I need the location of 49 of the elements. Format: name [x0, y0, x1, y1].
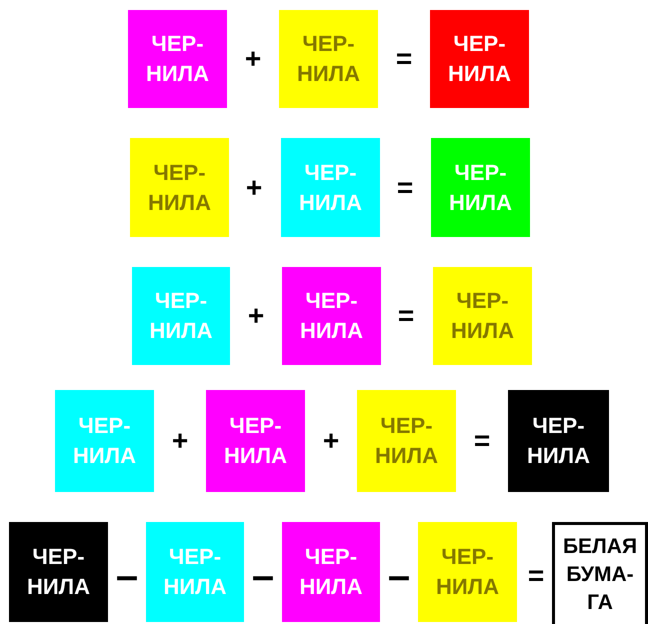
ink-square [357, 390, 456, 492]
ink-label: ЧЕР- НИЛА [450, 287, 516, 345]
ink-square [279, 10, 378, 108]
ink-label: ЧЕР- НИЛА [144, 30, 210, 88]
ink-label: ЧЕР- НИЛА [374, 412, 440, 470]
ink-label: ЧЕР- НИЛА [448, 158, 514, 216]
operator-sign: + [172, 427, 188, 455]
ink-label: ЧЕР- НИЛА [146, 158, 212, 216]
operator-sign: – [388, 556, 410, 596]
operator-sign: = [528, 562, 544, 590]
operator-sign: + [246, 174, 262, 202]
ink-square [508, 390, 609, 492]
operator-sign: + [244, 45, 262, 73]
ink-square [282, 267, 381, 365]
ink-square [146, 522, 244, 622]
ink-label: ЧЕР- НИЛА [296, 30, 362, 88]
ink-label: ЧЕР- НИЛА [298, 287, 364, 345]
ink-square [418, 522, 517, 622]
operator-sign: – [252, 556, 274, 596]
ink-square [282, 522, 380, 622]
ink-label: ЧЕР- НИЛА [148, 287, 214, 345]
ink-square [431, 138, 530, 237]
ink-label: ЧЕР- НИЛА [72, 412, 138, 470]
ink-label: ЧЕР- НИЛА [298, 543, 364, 601]
ink-label: ЧЕР- НИЛА [526, 412, 592, 470]
ink-square [55, 390, 154, 492]
ink-label: ЧЕР- НИЛА [222, 412, 288, 470]
operator-sign: = [398, 302, 414, 330]
operator-sign: + [248, 302, 264, 330]
ink-label: ЧЕР- НИЛА [434, 543, 500, 601]
operator-sign: + [322, 427, 340, 455]
ink-square [130, 138, 229, 237]
ink-label: ЧЕР- НИЛА [446, 30, 512, 88]
ink-square [206, 390, 305, 492]
ink-square [9, 522, 108, 622]
operator-sign: = [474, 427, 490, 455]
operator-sign: – [116, 556, 138, 596]
ink-square [132, 267, 230, 365]
ink-label: ЧЕР- НИЛА [298, 158, 364, 216]
operator-sign: = [396, 45, 412, 73]
paper-box [552, 522, 648, 624]
ink-square [128, 10, 227, 108]
ink-label: ЧЕР- НИЛА [26, 543, 92, 601]
ink-square [430, 10, 529, 108]
operator-sign: = [396, 174, 414, 202]
ink-square [433, 267, 532, 365]
ink-square [281, 138, 380, 237]
paper-label: БЕЛАЯ БУМА- ГА [562, 534, 638, 616]
ink-label: ЧЕР- НИЛА [162, 543, 228, 601]
